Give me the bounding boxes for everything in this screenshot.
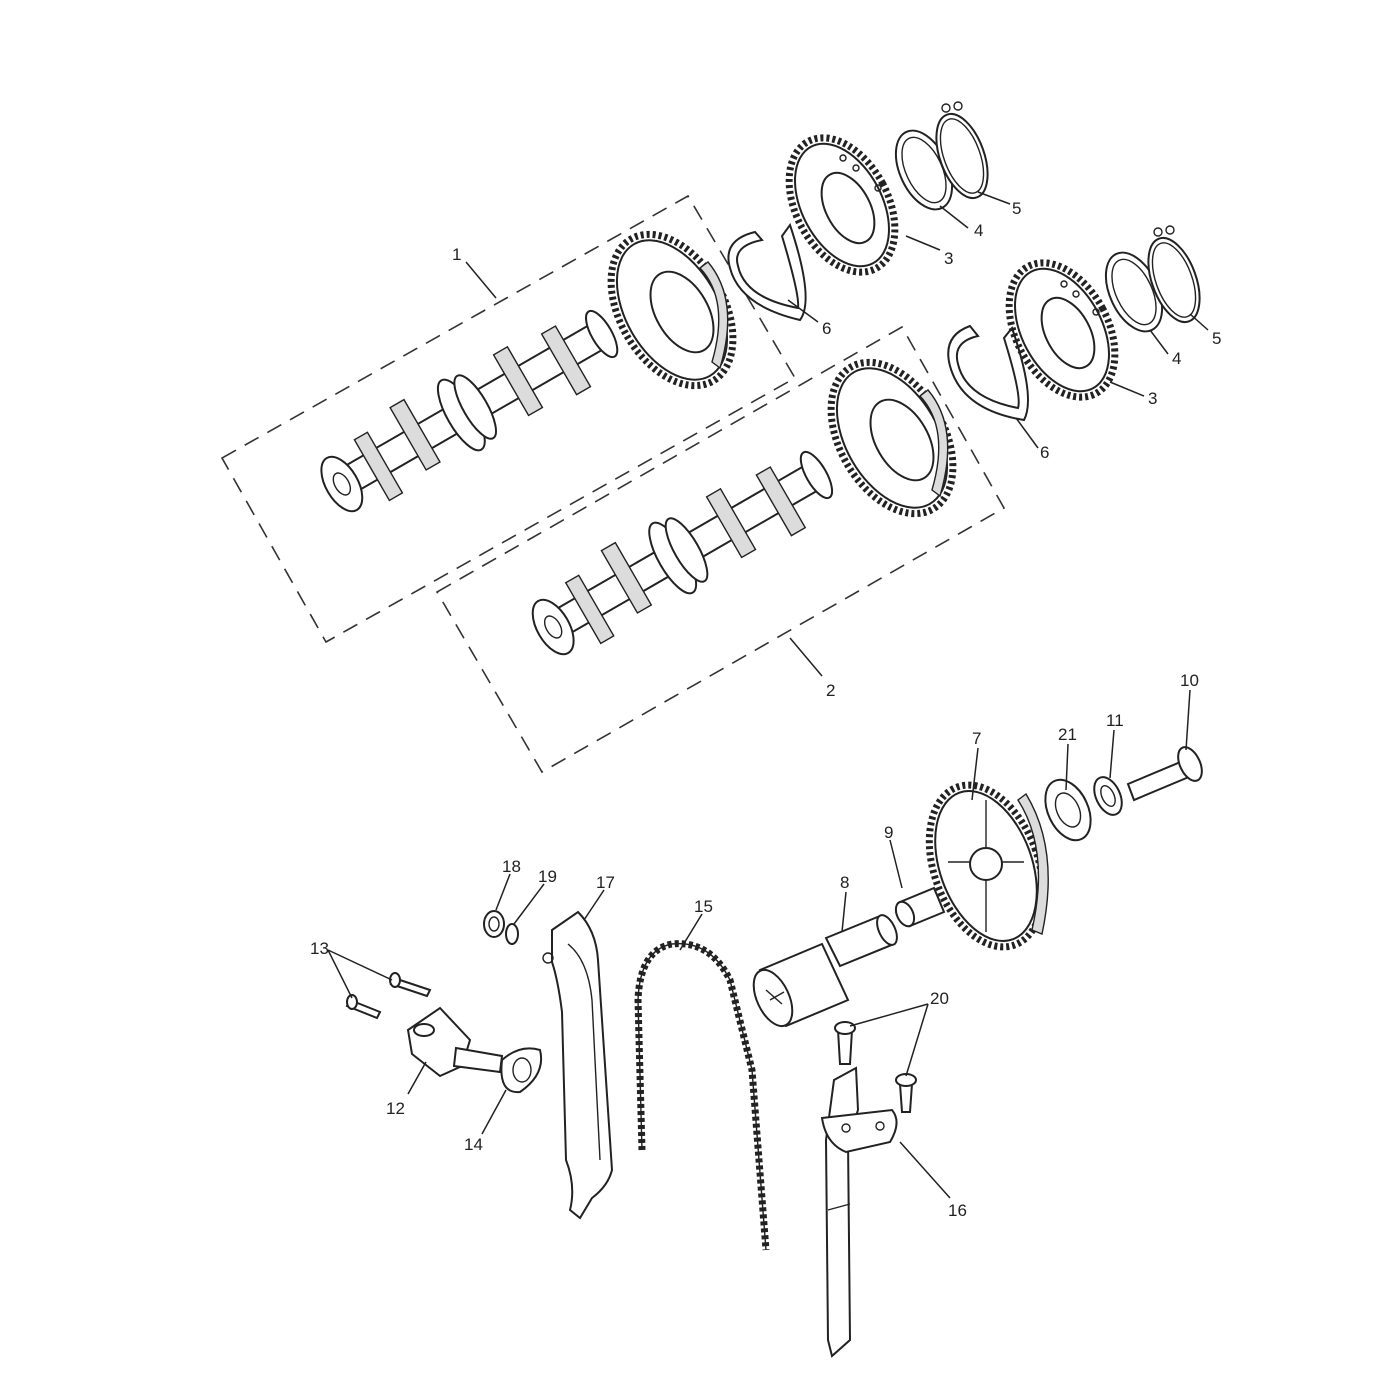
gasket-14 — [500, 1047, 542, 1094]
callout-19: 19 — [538, 867, 557, 886]
callout-6-upper: 6 — [822, 319, 831, 338]
camshaft-1-group-outline — [220, 194, 797, 644]
callout-3-lower: 3 — [1148, 389, 1157, 408]
lower-gear-3 — [1005, 259, 1119, 401]
callout-labels: 1 2 3 3 4 4 5 5 6 6 7 8 9 10 11 12 13 14… — [310, 199, 1221, 1220]
callout-18: 18 — [502, 857, 521, 876]
nut-18 — [483, 910, 505, 938]
callout-11: 11 — [1106, 711, 1124, 730]
camshaft-2-sprocket — [827, 358, 957, 518]
bolts-13 — [345, 972, 432, 1020]
callout-12: 12 — [386, 1099, 405, 1118]
callout-3-upper: 3 — [944, 249, 953, 268]
callout-16: 16 — [948, 1201, 967, 1220]
camshaft-assembly-2 — [435, 325, 1006, 774]
callout-17: 17 — [596, 873, 615, 892]
tensioner-12 — [406, 1006, 504, 1078]
leader-lines — [327, 191, 1209, 1199]
spacer-washer-11 — [1093, 776, 1123, 816]
upper-gear-3 — [785, 134, 899, 276]
callout-8: 8 — [840, 873, 849, 892]
camshaft-2-group-outline — [435, 325, 1006, 774]
washer-19 — [505, 923, 519, 945]
bolts-20 — [834, 1021, 917, 1113]
callout-4-lower: 4 — [1172, 349, 1181, 368]
callout-10: 10 — [1180, 671, 1199, 690]
idler-shaft-8 — [752, 914, 898, 1028]
callout-5-lower: 5 — [1212, 329, 1221, 348]
camshaft-assembly-1 — [220, 194, 797, 644]
lower-circlip-5 — [1147, 225, 1201, 324]
camshaft-1 — [320, 309, 619, 513]
upper-circlip-6 — [727, 222, 807, 322]
idler-bearing-21 — [1044, 778, 1092, 842]
callout-20: 20 — [930, 989, 949, 1008]
callout-2: 2 — [826, 681, 835, 700]
callout-21: 21 — [1058, 725, 1077, 744]
callout-14: 14 — [464, 1135, 483, 1154]
idler-gear-7 — [925, 781, 1049, 951]
callout-4-upper: 4 — [974, 221, 983, 240]
camshaft-2 — [531, 450, 834, 656]
callout-7: 7 — [972, 729, 981, 748]
timing-chain-15 — [634, 940, 770, 1251]
needle-bearing-9 — [894, 886, 946, 928]
callout-1: 1 — [452, 245, 461, 264]
camshaft-1-sprocket — [607, 230, 737, 390]
idler-bolt-10 — [1126, 746, 1203, 802]
upper-circlip-5 — [935, 101, 989, 200]
callout-9: 9 — [884, 823, 893, 842]
callout-6-lower: 6 — [1040, 443, 1049, 462]
callout-5-upper: 5 — [1012, 199, 1021, 218]
callout-15: 15 — [694, 897, 713, 916]
callout-13: 13 — [310, 939, 329, 958]
chain-tensioner-blade-16 — [820, 1066, 898, 1358]
chain-guide-17 — [542, 910, 614, 1220]
